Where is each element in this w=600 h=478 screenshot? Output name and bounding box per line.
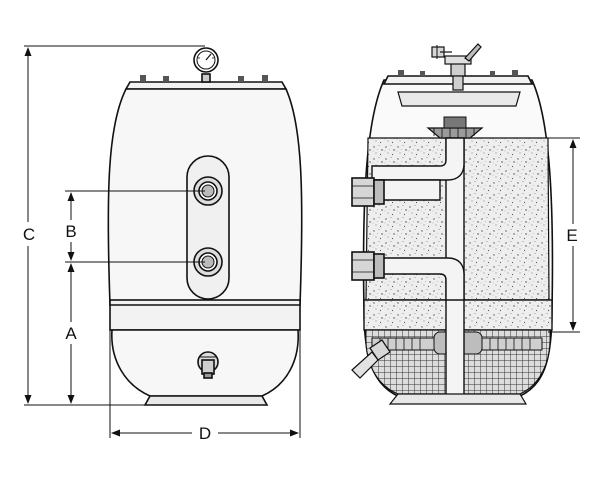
top-lid	[124, 81, 288, 90]
lower-pipe	[371, 257, 465, 301]
pressure-gauge-icon	[193, 47, 219, 83]
lid-bolts	[140, 75, 268, 82]
base-ring	[143, 395, 269, 406]
label-c: C	[23, 225, 35, 244]
label-e: E	[566, 226, 577, 245]
section-view	[351, 43, 554, 405]
label-a: A	[65, 324, 77, 343]
arrowheads	[24, 47, 577, 437]
air-release-valve-icon	[431, 43, 482, 91]
label-b: B	[65, 222, 76, 241]
drain-valve-icon	[197, 351, 219, 379]
upper-pipe	[371, 137, 465, 181]
section-base-ring	[388, 393, 528, 405]
lower-nozzle	[351, 251, 375, 281]
label-d: D	[199, 424, 211, 443]
inner-tray	[397, 91, 521, 107]
upper-nozzle	[351, 177, 375, 207]
section-drain	[351, 339, 391, 379]
dimension-lines	[24, 45, 301, 438]
exterior-view	[107, 47, 303, 406]
section-lid-bolts	[398, 70, 518, 76]
dimension-e	[548, 137, 580, 333]
